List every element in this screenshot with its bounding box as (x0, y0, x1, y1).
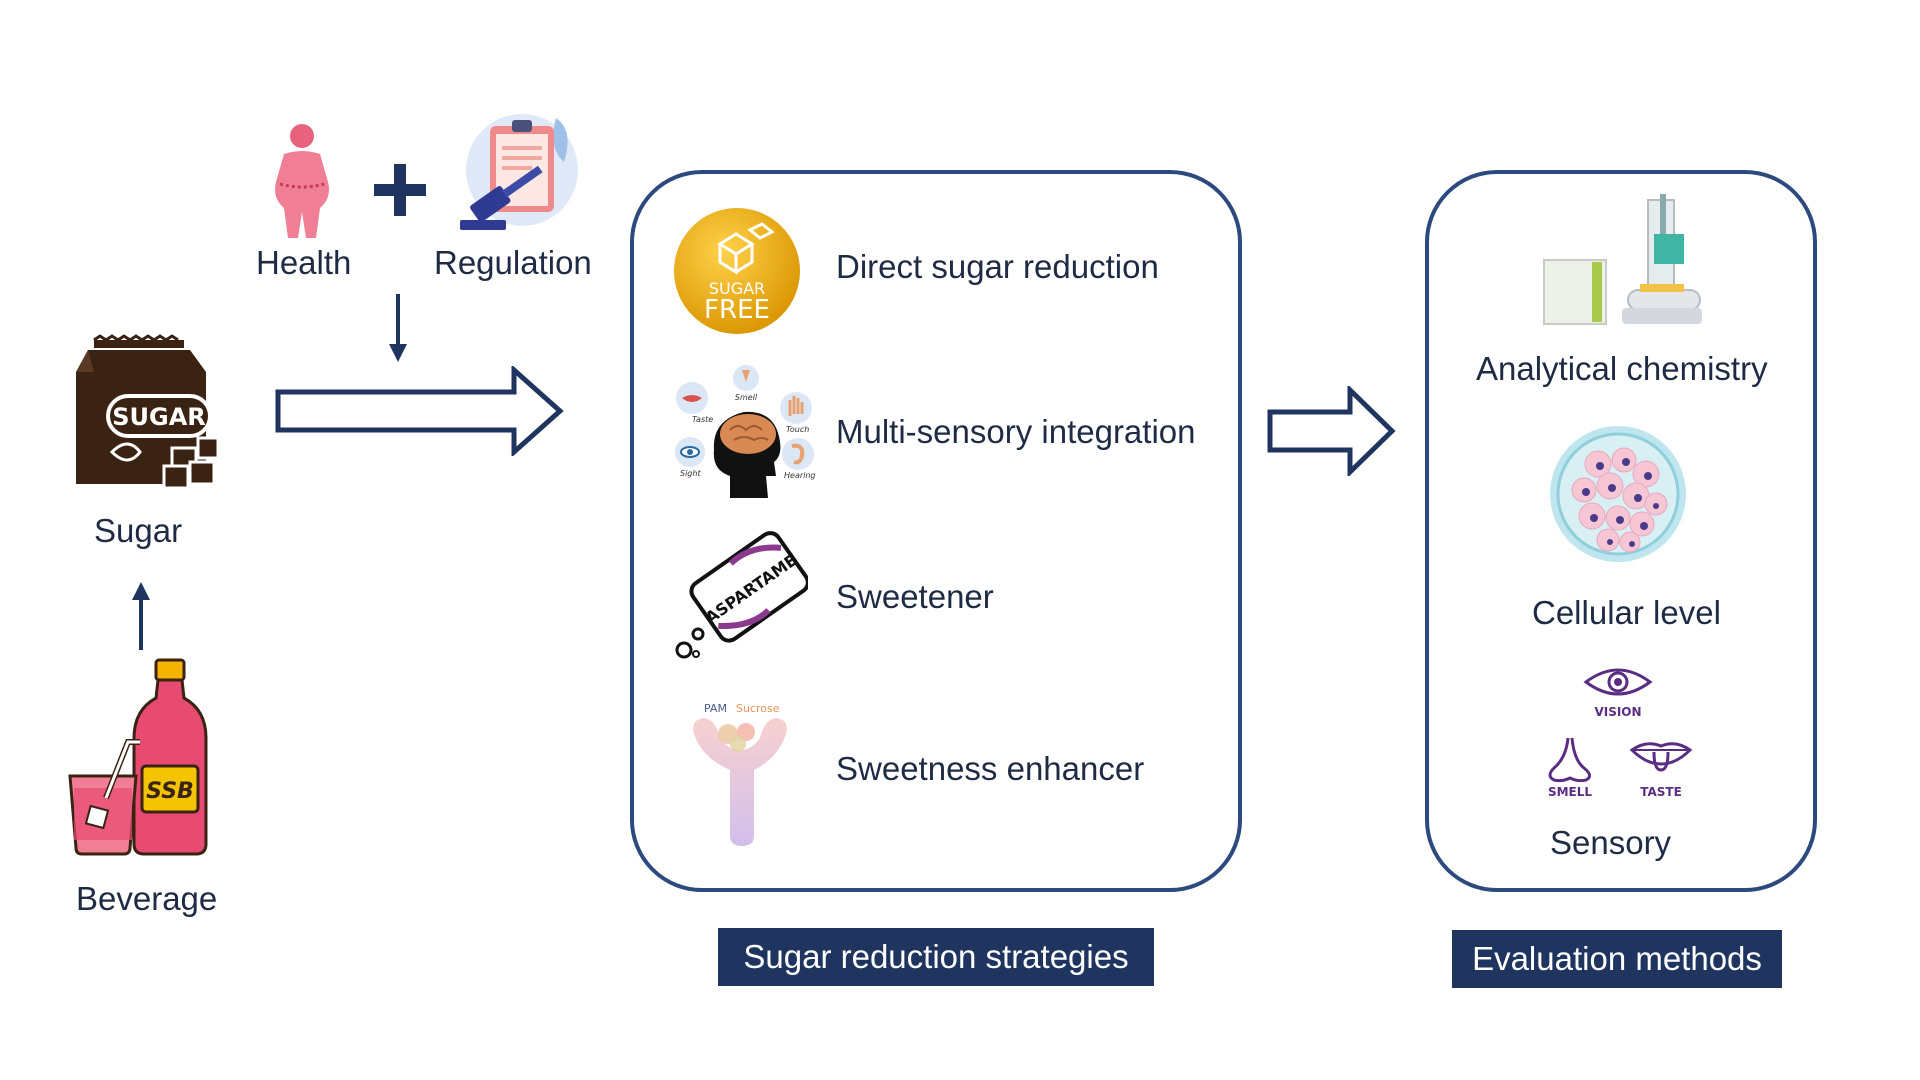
taste-text: TASTE (1640, 785, 1682, 798)
strategy-label-sweetener: Sweetener (836, 578, 994, 615)
beverage-label: Beverage (76, 880, 218, 917)
evaluation-label-sensory: Sensory (1550, 824, 1672, 861)
petri-dish-cells-icon (1548, 424, 1688, 564)
smell-nose-icon: SMELL (1538, 734, 1602, 799)
evaluation-label-cellular: Cellular level (1532, 594, 1721, 631)
arrow-down-icon (388, 294, 408, 364)
arrow-up-icon (131, 580, 151, 650)
receptor-pam-text: PAM (704, 702, 727, 715)
sugar-free-top-text: SUGAR (709, 279, 765, 298)
plus-icon (372, 162, 428, 218)
sugar-free-bottom-text: FREE (704, 295, 770, 325)
health-icon (262, 120, 342, 240)
strategy-label-enhancer: Sweetness enhancer (836, 750, 1145, 787)
aspartame-packet-icon: ASPARTAME (674, 528, 810, 662)
strategies-title-tag: Sugar reduction strategies (718, 928, 1154, 986)
strategy-label-direct: Direct sugar reduction (836, 248, 1159, 285)
lab-instrument-icon (1540, 190, 1704, 328)
regulation-label: Regulation (434, 244, 592, 281)
hollow-arrow-right-icon (274, 364, 566, 458)
evaluation-label-analytical: Analytical chemistry (1476, 350, 1768, 387)
beverage-icon: SSB (66, 658, 214, 858)
hollow-arrow-right-2-icon (1266, 384, 1398, 478)
sugar-label: Sugar (94, 512, 183, 549)
sugar-pack-text: SUGAR (112, 403, 206, 431)
regulation-gavel-icon (456, 108, 584, 236)
sense-taste-text: Taste (692, 415, 713, 424)
taste-mouth-icon: TASTE (1626, 734, 1696, 799)
sugar-free-badge-icon: SUGAR FREE (672, 206, 802, 336)
brain-senses-icon: Taste Smell Touch Sight Hearing (672, 364, 820, 498)
health-label: Health (256, 244, 352, 281)
vision-text: VISION (1594, 705, 1641, 719)
ssb-text: SSB (146, 779, 194, 804)
sense-smell-text: Smell (735, 393, 758, 402)
sugar-bag-icon: SUGAR (72, 334, 224, 498)
receptor-sucrose-text: Sucrose (736, 702, 780, 715)
receptor-icon: PAM Sucrose (680, 700, 800, 850)
strategy-label-multisensory: Multi-sensory integration (836, 413, 1196, 450)
vision-eye-icon: VISION (1580, 664, 1656, 720)
sense-touch-text: Touch (786, 425, 809, 434)
evaluation-title-tag: Evaluation methods (1452, 930, 1782, 988)
sense-sight-text: Sight (680, 469, 701, 478)
smell-text: SMELL (1548, 785, 1592, 798)
sense-hearing-text: Hearing (784, 471, 816, 480)
